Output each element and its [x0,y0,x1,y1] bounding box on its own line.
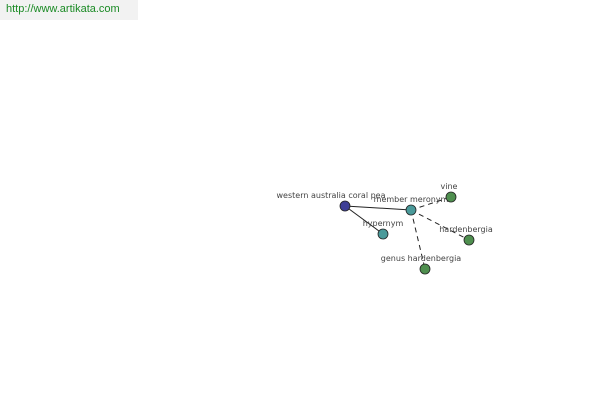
edge-member-meronym-to-genus-hardenbergia [410,209,426,270]
node-circle-hypernym[interactable] [377,228,389,240]
site-url-link[interactable]: http://www.artikata.com [0,0,138,20]
edge-member-meronym-to-hardenbergia [410,209,470,241]
node-label-western-australia-coral-pea[interactable]: western australia coral pea [277,191,386,200]
node-genus-hardenbergia[interactable]: genus hardenbergia [381,254,461,275]
edges [344,196,470,270]
edge-western-australia-coral-pea-to-hypernym [344,205,384,235]
node-circle-member-meronym[interactable] [405,204,417,216]
node-member-meronym[interactable]: member meronym [374,195,449,216]
node-circle-hardenbergia[interactable] [463,234,475,246]
node-label-hypernym[interactable]: hypernym [363,219,404,228]
node-vine[interactable]: vine [441,182,458,203]
node-circle-vine[interactable] [445,191,457,203]
node-western-australia-coral-pea[interactable]: western australia coral pea [277,191,386,212]
node-label-member-meronym[interactable]: member meronym [374,195,449,204]
node-label-vine[interactable]: vine [441,182,458,191]
edge-member-meronym-to-vine [410,196,452,211]
node-hardenbergia[interactable]: hardenbergia [439,225,493,246]
edge-western-australia-coral-pea-to-member-meronym [344,205,412,211]
node-circle-western-australia-coral-pea[interactable] [339,200,351,212]
node-hypernym[interactable]: hypernym [363,219,404,240]
node-label-hardenbergia[interactable]: hardenbergia [439,225,493,234]
node-label-genus-hardenbergia[interactable]: genus hardenbergia [381,254,461,263]
node-circle-genus-hardenbergia[interactable] [419,263,431,275]
